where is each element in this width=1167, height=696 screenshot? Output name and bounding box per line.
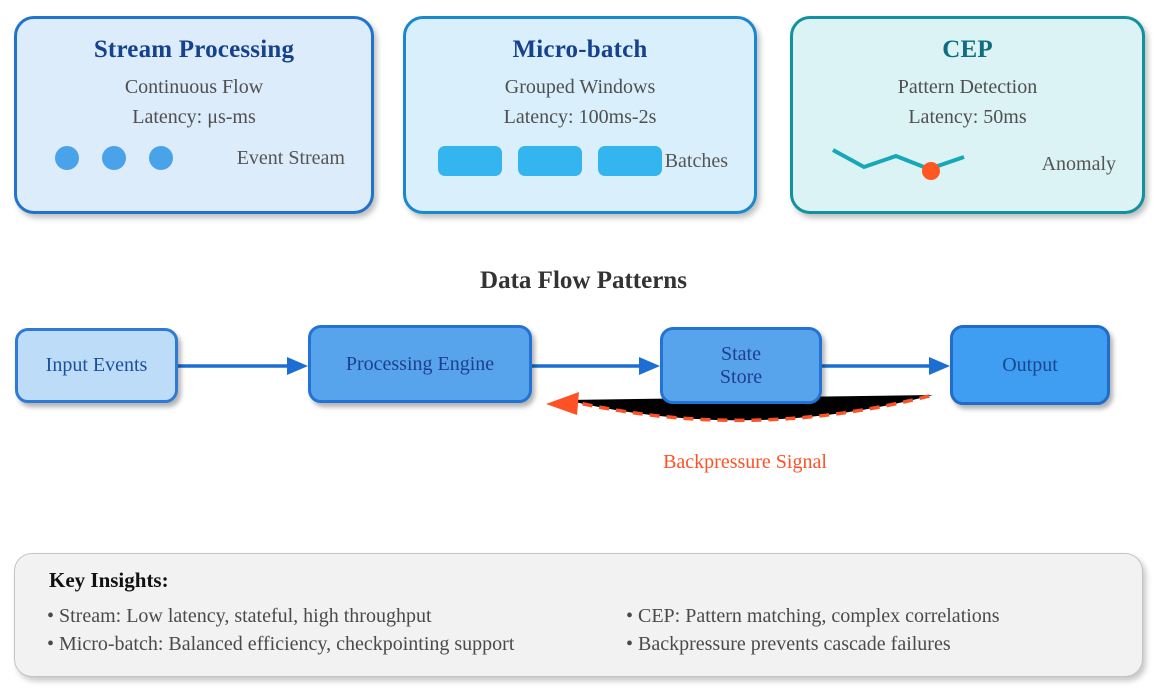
insights-heading: Key Insights:: [49, 568, 169, 592]
flow-node-processing-engine: Processing Engine: [308, 325, 532, 403]
batch-rect-icon: [518, 146, 582, 176]
node-label: Input Events: [45, 354, 148, 376]
event-dot-icon: [55, 146, 79, 170]
flow-node-input-events: Input Events: [15, 328, 178, 403]
card-latency: Latency: 100ms-2s: [503, 106, 657, 128]
batch-rects-icon: [438, 146, 662, 176]
card-subtitle: Continuous Flow: [124, 76, 264, 98]
event-stream-dots-icon: [55, 146, 173, 170]
event-dot-icon: [149, 146, 173, 170]
icon-caption: Anomaly: [1041, 152, 1116, 175]
key-insights-panel: Key Insights: • Stream: Low latency, sta…: [14, 553, 1143, 677]
flow-node-state-store: State Store: [660, 327, 822, 404]
insight-bullet: • Micro-batch: Balanced efficiency, chec…: [47, 633, 515, 655]
insight-bullet: • Backpressure prevents cascade failures: [626, 633, 951, 655]
flow-arrow-input-to-engine: [178, 357, 308, 375]
backpressure-label: Backpressure Signal: [663, 451, 827, 473]
card-latency: Latency: μs-ms: [132, 106, 256, 128]
card-stream-processing: Stream Processing Continuous Flow Latenc…: [14, 16, 374, 214]
anomaly-dot-icon: [922, 162, 940, 180]
batch-rect-icon: [438, 146, 502, 176]
insight-bullet: • CEP: Pattern matching, complex correla…: [626, 605, 1000, 627]
card-latency: Latency: 50ms: [908, 106, 1027, 128]
card-icon-row: Event Stream: [17, 146, 371, 170]
card-subtitle: Pattern Detection: [897, 76, 1038, 98]
batch-rect-icon: [598, 146, 662, 176]
flow-section-title: Data Flow Patterns: [480, 267, 687, 294]
icon-caption: Event Stream: [236, 146, 345, 169]
icon-caption: Batches: [664, 149, 728, 172]
card-icon-row: Batches: [406, 146, 754, 176]
event-dot-icon: [102, 146, 126, 170]
card-title: Micro-batch: [512, 36, 648, 63]
backpressure-arrowhead-icon: [546, 392, 579, 415]
flow-arrow-engine-to-state: [532, 357, 660, 375]
card-cep: CEP Pattern Detection Latency: 50ms Anom…: [790, 16, 1145, 214]
card-title: CEP: [942, 36, 993, 63]
card-micro-batch: Micro-batch Grouped Windows Latency: 100…: [403, 16, 757, 214]
insights-column-left: • Stream: Low latency, stateful, high th…: [47, 602, 514, 658]
node-label: State Store: [719, 342, 763, 388]
insight-bullet: • Stream: Low latency, stateful, high th…: [47, 605, 432, 627]
flow-node-output: Output: [950, 325, 1110, 405]
insights-column-right: • CEP: Pattern matching, complex correla…: [626, 602, 1000, 658]
anomaly-zigzag-icon: [832, 148, 965, 180]
node-label: Output: [1002, 353, 1058, 376]
card-title: Stream Processing: [93, 36, 295, 63]
flow-arrow-state-to-output: [822, 357, 950, 375]
card-subtitle: Grouped Windows: [504, 76, 656, 98]
node-label: Processing Engine: [345, 352, 495, 375]
card-icon-row: Anomaly: [793, 146, 1142, 182]
